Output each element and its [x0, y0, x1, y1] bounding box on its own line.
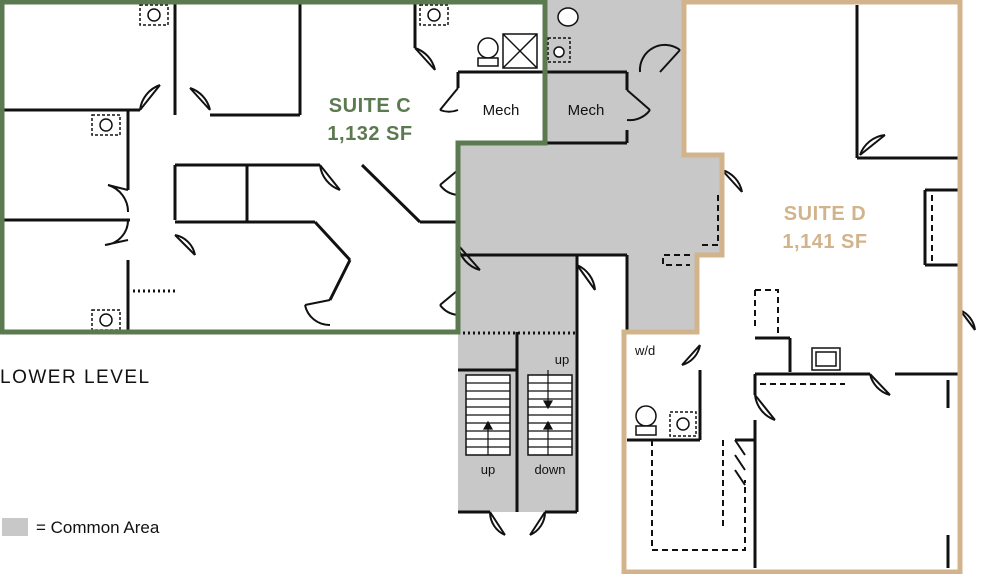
level-label: LOWER LEVEL: [0, 367, 151, 388]
interior-walls: [0, 0, 960, 568]
suite-c-area: 1,132 SF: [327, 123, 412, 145]
doors: [104, 43, 976, 536]
mech-room-label-2: Mech: [568, 102, 605, 119]
suite-d-outline: [621, 0, 963, 574]
stair-left-up-label: up: [481, 462, 495, 477]
dashed-lines: [651, 195, 933, 551]
laundry-label: w/d: [634, 343, 655, 358]
stair-right-up-label: up: [555, 352, 569, 367]
suite-c-name: SUITE C: [329, 95, 411, 117]
suite-c-outline: [0, 0, 548, 335]
suite-d-area: 1,141 SF: [782, 231, 867, 253]
common-area: [458, 0, 722, 512]
legend-swatch: [2, 518, 28, 536]
fixtures: [91, 4, 841, 437]
legend-text: = Common Area: [36, 518, 160, 537]
dotted-lines: [133, 289, 577, 335]
stair-arrows: [482, 370, 554, 455]
mech-room-label: Mech: [483, 102, 520, 119]
stair-right-down-label: down: [534, 462, 565, 477]
suite-d-name: SUITE D: [784, 203, 866, 225]
